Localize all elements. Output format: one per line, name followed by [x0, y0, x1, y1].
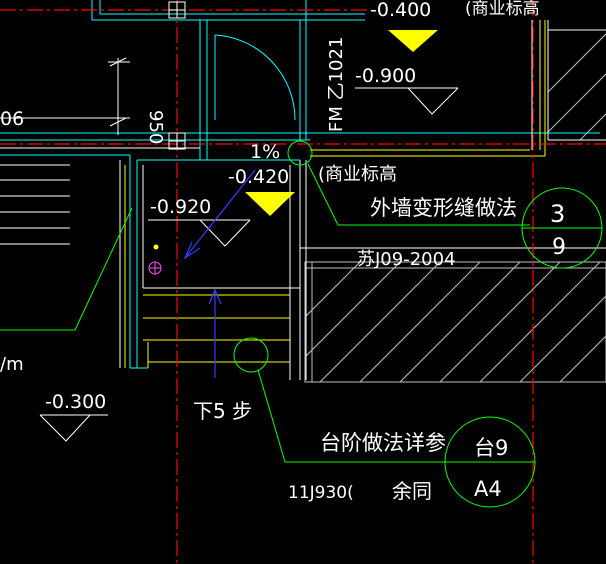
steps-note-text: 台阶做法详参	[320, 431, 446, 455]
callout-bottom-number: 台9	[474, 436, 508, 460]
slope-arrow	[183, 169, 256, 260]
elev-marker-stair-left	[148, 219, 251, 247]
elev-marker-top	[388, 30, 438, 52]
elev-right-text: -0.900	[355, 65, 416, 87]
marker-dot	[153, 244, 159, 250]
hatch-zone	[305, 262, 606, 382]
callout-top-number: 3	[550, 200, 565, 228]
stairs-note-text: 下5 步	[193, 399, 252, 423]
left-partial-text: 06	[0, 108, 24, 130]
door-swing	[214, 34, 296, 121]
elev-marker-lower-left	[39, 414, 108, 442]
callout-top-sheet: 9	[552, 235, 566, 260]
top-business-label: (商业标高	[465, 0, 540, 19]
callout-circle-top[interactable]	[521, 187, 603, 269]
callout-circle-bottom[interactable]	[444, 416, 536, 508]
drain-symbol	[148, 261, 162, 275]
std-steps-text: 11J930(	[288, 483, 354, 503]
top-elevation-text: -0.400	[370, 0, 431, 21]
elev-marker-landing	[245, 192, 295, 216]
same-note-text: 余同	[392, 479, 432, 503]
elev-lower-left-text: -0.300	[45, 391, 106, 413]
hatch-zone-top	[548, 33, 606, 140]
wall-joint-note-text: 外墙变形缝做法	[370, 196, 517, 220]
dim-950	[108, 57, 130, 135]
business-label-text: (商业标高	[318, 164, 397, 185]
dim-950-text: 950	[145, 110, 166, 144]
axis-node	[168, 1, 186, 150]
hatch-border	[304, 261, 606, 383]
callout-bottom-sheet: A4	[474, 477, 502, 501]
std-joint-text: 苏J09-2004	[357, 249, 456, 270]
elev-marker-right	[355, 87, 459, 115]
wall-white	[0, 20, 606, 380]
door-code-text: FM 乙1021	[326, 37, 347, 132]
elev-landing-text: -0.420	[228, 166, 289, 188]
wall-top	[91, 0, 365, 140]
stair-arrow	[208, 288, 222, 378]
elev-stair-left-text: -0.920	[150, 196, 211, 218]
wall-main	[0, 132, 600, 369]
stair-left	[0, 164, 70, 245]
slope-text: 1%	[250, 141, 280, 163]
unit-partial-text: /m	[0, 354, 24, 375]
leader-lines	[0, 140, 530, 463]
